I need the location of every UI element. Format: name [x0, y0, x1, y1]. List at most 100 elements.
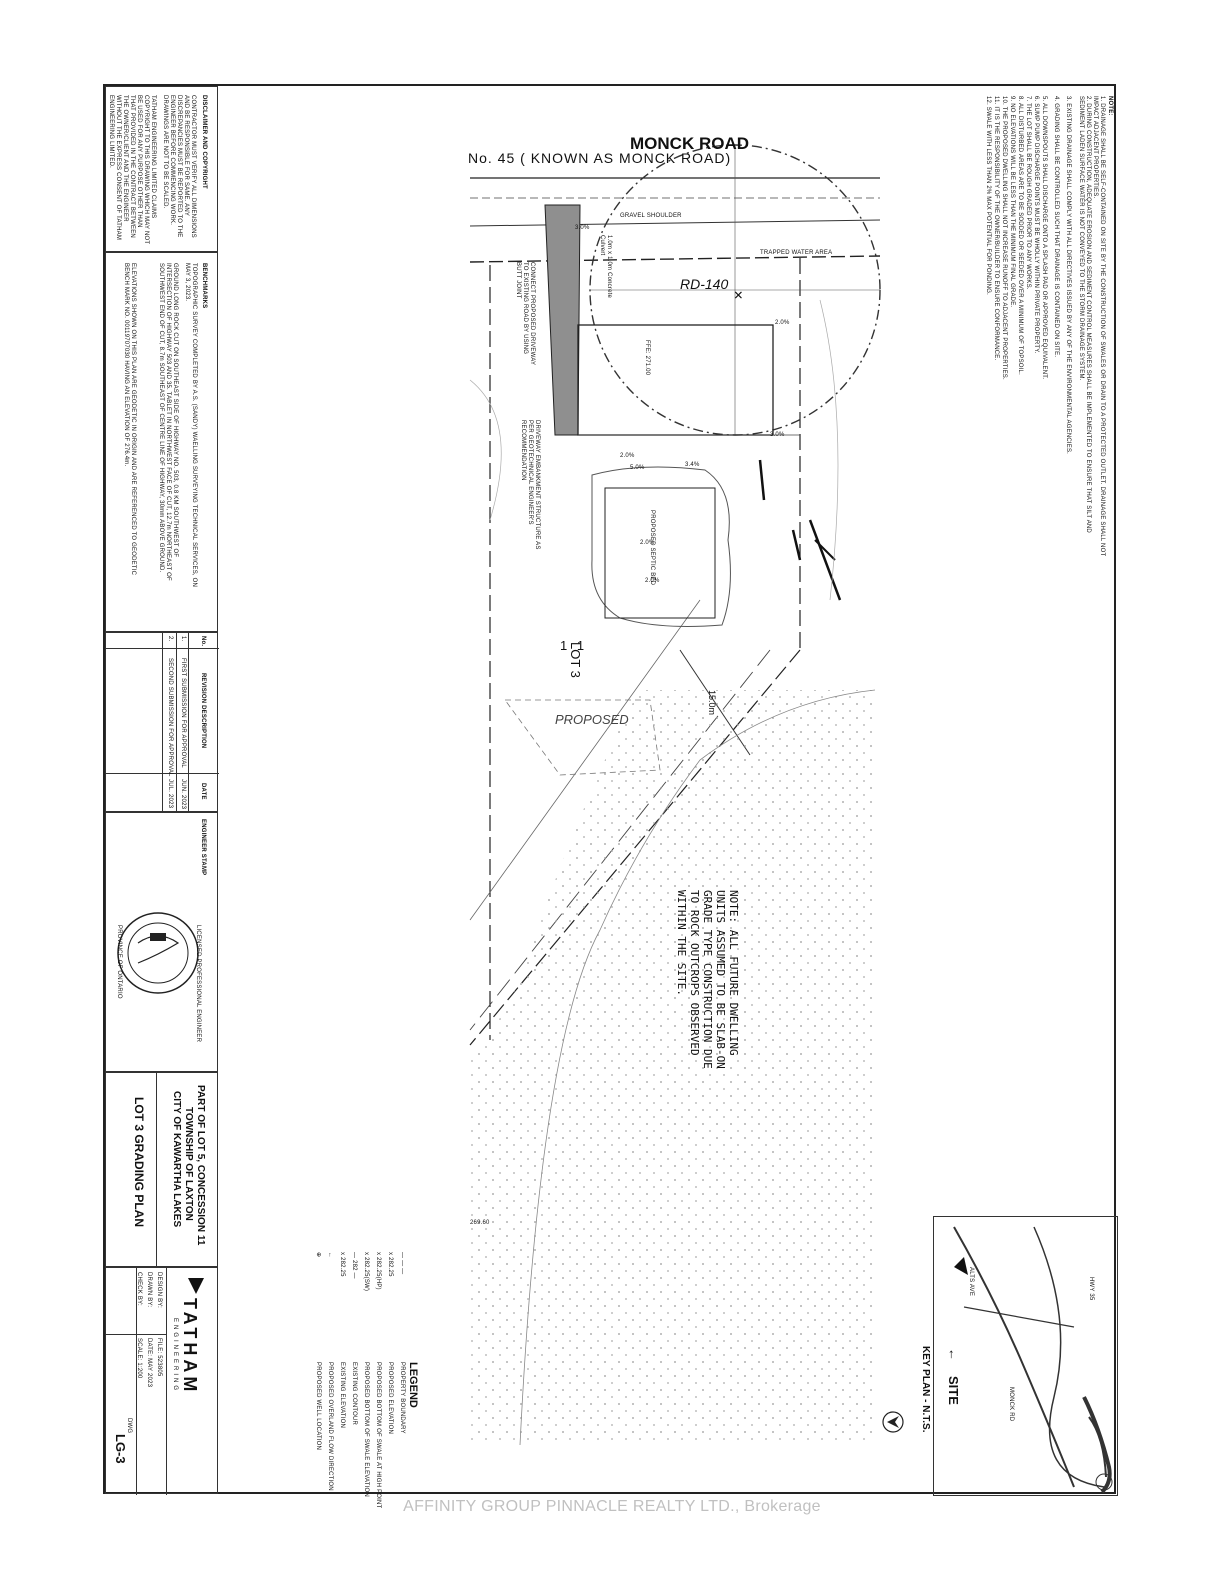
- key-plan-street-1: HWY 35: [1088, 1277, 1094, 1301]
- revision-2-date: JUL. 2023: [167, 779, 173, 809]
- key-plan: HWY 35 ALTS AVE MONCK RD: [933, 1216, 1118, 1496]
- revision-col-no: No.: [200, 636, 206, 647]
- revision-col-desc: REVISION DESCRIPTION: [200, 673, 206, 749]
- proposed-label: PROPOSED: [555, 712, 629, 727]
- site-arrow-icon: ←: [946, 1348, 961, 1361]
- note-11: 11. IT IS THE RESPONSIBILITY OF THE OWNE…: [993, 96, 999, 361]
- note-5: 5. ALL DOWNSPOUTS SHALL DISCHARGE ONTO A…: [1041, 96, 1047, 380]
- company-sub: ENGINEERING: [172, 1318, 178, 1394]
- lot-number: 1 1: [560, 638, 588, 653]
- revision-2-desc: SECOND SUBMISSION FOR APPROVAL: [167, 658, 173, 777]
- road-code: RD-140: [680, 276, 729, 292]
- revision-1-no: 1.: [180, 636, 186, 642]
- dwg-number: LG-3: [113, 1434, 128, 1464]
- sheet-title: LOT 3 GRADING PLAN: [132, 1097, 146, 1228]
- road-alias: No. 45 ( KNOWN AS MONCK ROAD): [468, 150, 732, 166]
- legend-title: LEGEND: [407, 1362, 419, 1408]
- copyright-text: TATHAM ENGINEERING LIMITED CLAIMS COPYRI…: [108, 95, 156, 245]
- dwg-label: DWG: [126, 1418, 132, 1434]
- company-logo: TATHAM: [180, 1298, 200, 1396]
- legend-symbol-5: — 282 —: [351, 1252, 357, 1279]
- note-3: 3. EXISTING DRAINAGE SHALL COMPLY WITH A…: [1065, 96, 1071, 455]
- legend-label-2: PROPOSED ELEVATION: [387, 1362, 393, 1435]
- disclaimer-title: DISCLAIMER AND COPYRIGHT: [201, 95, 207, 189]
- check-by: CHECK BY:: [136, 1272, 142, 1306]
- legend-label-3: PROPOSED BOTTOM OF SWALE AT HIGH POINT: [375, 1362, 381, 1509]
- trapped-water-label: TRAPPED WATER AREA: [760, 250, 833, 256]
- revision-col-date: DATE: [200, 783, 206, 800]
- slope-3: 2.0%: [640, 540, 655, 546]
- title-block: TATHAM ENGINEERING DESIGN BY: DRAWN BY: …: [105, 1267, 218, 1495]
- north-arrow-icon: [882, 1411, 904, 1433]
- benchmark-line-2: GROUND LONG ROCK CUT ON SOUTHEAST SIDE O…: [158, 263, 178, 581]
- legend-label-6: EXISTING ELEVATION: [339, 1362, 345, 1429]
- note-8: 8. ALL DISTURBED AREAS ARE TO BE SODDED …: [1017, 96, 1023, 375]
- watermark: AFFINITY GROUP PINNACLE REALTY LTD., Bro…: [403, 1498, 821, 1515]
- driveway-note: DRIVEWAY EMBANKMENT STRUCTURE AS PER GEO…: [520, 420, 540, 550]
- engineer-seal: [117, 912, 199, 994]
- stamp-ring-text: LICENSED PROFESSIONAL ENGINEER: [195, 925, 201, 1043]
- legend-label-5: EXISTING CONTOUR: [351, 1362, 357, 1426]
- slope-2: 2.0%: [620, 453, 635, 459]
- road-name: MONCK ROAD: [630, 134, 749, 153]
- benchmarks-block: BENCHMARKS TOPOGRAPHIC SURVEY COMPLETED …: [105, 252, 218, 632]
- revision-1-date: JUN. 2023: [180, 779, 186, 810]
- drawing-scale: SCALE: 1:200: [136, 1338, 142, 1379]
- gravel-shoulder-label: GRAVEL SHOULDER: [620, 213, 682, 219]
- contour-label: 269.60: [470, 1220, 490, 1226]
- lot-label: LOT 3: [568, 642, 583, 678]
- slope-5: 2.0%: [645, 578, 660, 584]
- disclaimer-block: DISCLAIMER AND COPYRIGHT CONTRACTOR MUST…: [105, 86, 218, 252]
- well-marker-icon: ✕: [731, 290, 745, 301]
- disclaimer-text: CONTRACTOR MUST VERIFY ALL DIMENSIONS AN…: [162, 95, 196, 238]
- note-6: 6. SUMP PUMP DISCHARGE POINTS MUST BE WH…: [1033, 96, 1039, 354]
- slope-4: 3.4%: [685, 462, 700, 468]
- project-line-1: PART OF LOT 5, CONCESSION 11: [195, 1085, 206, 1246]
- slope-6: 2.0%: [775, 320, 790, 326]
- note-2: 2. DURING CONSTRUCTION, ADEQUATE EROSION…: [1078, 96, 1091, 533]
- key-plan-title: KEY PLAN - N.T.S.: [920, 1346, 931, 1433]
- project-line-2: TOWNSHIP OF LAXTON: [183, 1107, 194, 1221]
- key-plan-street-3: MONCK RD: [1008, 1387, 1014, 1422]
- drawing-sheet: DISCLAIMER AND COPYRIGHT CONTRACTOR MUST…: [103, 84, 1118, 1508]
- culvert-note: 1.0m x 1.0m Concrete Culvert: [599, 235, 612, 299]
- legend-symbol-7: ←: [327, 1252, 333, 1259]
- benchmark-line-1: TOPOGRAPHIC SURVEY COMPLETED BY A.S. (SA…: [184, 263, 197, 588]
- general-notes: NOTE: 1. DRAINAGE SHALL BE SELF-CONTAINE…: [965, 96, 1115, 616]
- note-4: 4. GRADING SHALL BE CONTROLLED SUCH THAT…: [1053, 96, 1059, 358]
- slope-7: 3.0%: [770, 432, 785, 438]
- legend: LEGEND — — — PROPERTY BOUNDARY x 282.25 …: [265, 1246, 425, 1508]
- ffe-note: FFE: 271.00: [644, 340, 650, 376]
- note-12: 12. SWALE WITH LESS THAN 2% MAX POTENTIA…: [985, 96, 991, 295]
- note-10: 10. THE PROPOSED DWELLING SHALL NOT INCR…: [1001, 96, 1007, 380]
- drawing-date: DATE: MAY 2023: [146, 1338, 152, 1388]
- engineer-stamp-block: ENGINEER STAMP LICENSED PROFESSIONAL ENG…: [105, 812, 218, 1072]
- tatham-logo-icon: [188, 1278, 204, 1294]
- key-plan-map: [953, 1226, 1113, 1494]
- legend-symbol-2: x 282.25: [387, 1252, 393, 1277]
- legend-symbol-4: x 282.25(SW): [363, 1252, 369, 1292]
- project-title-block: PART OF LOT 5, CONCESSION 11 TOWNSHIP OF…: [105, 1072, 218, 1268]
- revision-2-no: 2.: [167, 636, 173, 642]
- benchmark-line-3: ELEVATIONS SHOWN ON THIS PLAN ARE GEODET…: [123, 263, 136, 576]
- slope-1: 3.0%: [575, 225, 590, 231]
- legend-symbol-6: x 282.25: [339, 1252, 345, 1277]
- stamp-province: PROVINCE OF ONTARIO: [116, 925, 122, 999]
- legend-symbol-8: ⊕: [315, 1252, 321, 1258]
- legend-label-4: PROPOSED BOTTOM OF SWALE ELEVATION: [363, 1362, 369, 1497]
- connect-note: CONNECT PROPOSED DRIVEWAY TO EXISTING RO…: [515, 262, 535, 366]
- drawn-by: DRAWN BY:: [146, 1272, 152, 1308]
- revision-1-desc: FIRST SUBMISSION FOR APPROVAL: [180, 658, 186, 768]
- legend-label-8: PROPOSED WELL LOCATION: [315, 1362, 321, 1451]
- project-line-3: CITY OF KAWARTHA LAKES: [171, 1091, 182, 1228]
- key-plan-street-2: ALTS AVE: [968, 1267, 974, 1297]
- note-7: 7. THE LOT SHALL BE ROUGH GRADED PRIOR T…: [1025, 96, 1031, 290]
- file-no: FILE: 523805: [156, 1338, 162, 1377]
- note-1: 1. DRAINAGE SHALL BE SELF-CONTAINED ON S…: [1092, 96, 1105, 557]
- legend-symbol-3: x 282.25(HP): [375, 1252, 381, 1290]
- legend-label-1: PROPERTY BOUNDARY: [399, 1362, 405, 1434]
- legend-symbol-1: — — —: [399, 1252, 405, 1275]
- revisions-table: No. REVISION DESCRIPTION DATE 1. FIRST S…: [105, 632, 219, 813]
- slope-8: 5.0%: [630, 465, 645, 471]
- key-plan-site-label: SITE: [946, 1376, 961, 1405]
